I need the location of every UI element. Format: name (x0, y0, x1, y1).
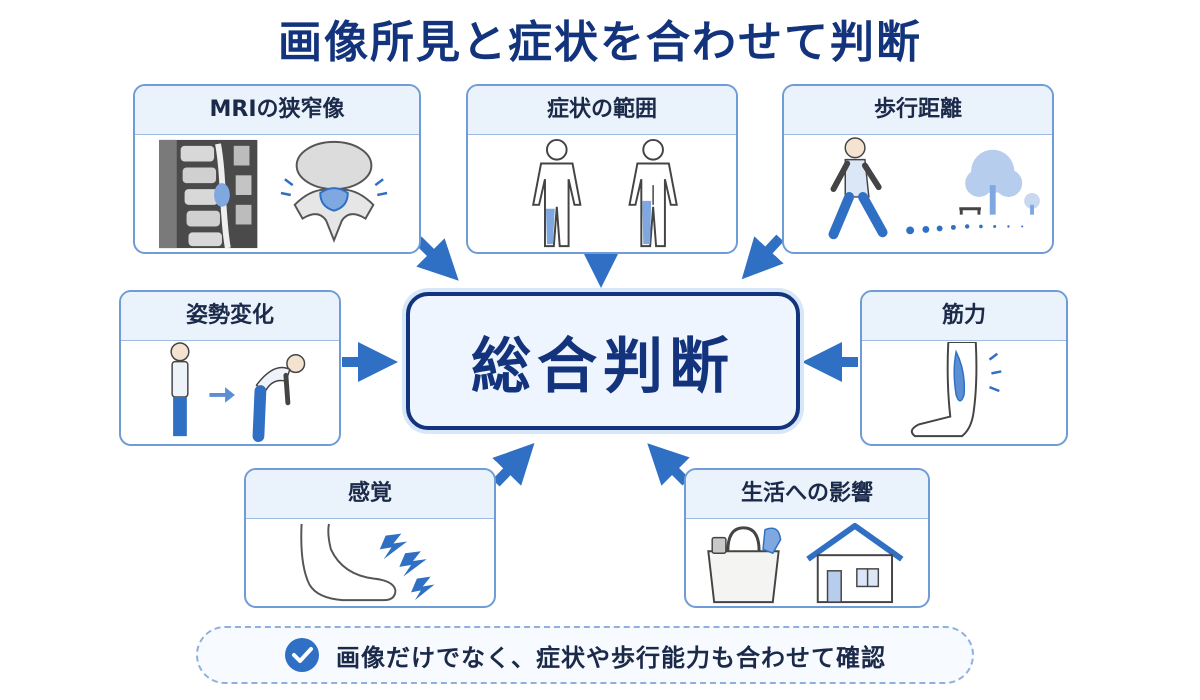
standing-person-icon (170, 342, 190, 437)
vertebra-cross-section-icon (280, 140, 388, 243)
arrow-life (647, 443, 690, 486)
card-posture-title: 姿勢変化 (121, 292, 339, 341)
card-walk: 歩行距離 (782, 84, 1054, 254)
card-mri-title: MRIの狭窄像 (135, 86, 419, 135)
card-symptom: 症状の範囲 (466, 84, 738, 254)
page-title: 画像所見と症状を合わせて判断 (278, 17, 922, 68)
muscle-visual (910, 342, 1002, 438)
walking-person-icon (828, 137, 888, 240)
center-label: 総合判断 (471, 331, 735, 402)
arrow-walk (741, 234, 784, 280)
lightning-icon (379, 533, 435, 601)
bottom-note: 画像だけでなく、症状や歩行能力も合わせて確認 (196, 626, 974, 684)
body-back-icon (628, 138, 678, 248)
house-icon (806, 522, 904, 604)
leg-muscle-icon (910, 342, 978, 438)
card-symptom-title: 症状の範囲 (468, 86, 736, 135)
card-life: 生活への影響 (684, 468, 930, 608)
shopping-bag-icon (707, 526, 782, 604)
card-life-title: 生活への影響 (686, 470, 928, 519)
mri-spine-icon (159, 139, 258, 249)
arrow-mri (414, 236, 459, 281)
sense-visual (300, 523, 435, 602)
tree-icon (965, 149, 1040, 215)
card-sense-title: 感覚 (246, 470, 494, 519)
card-muscle: 筋力 (860, 290, 1068, 446)
walk-visual (828, 137, 1040, 240)
bending-person-icon (252, 354, 306, 443)
note-text: 画像だけでなく、症状や歩行能力も合わせて確認 (336, 643, 886, 672)
foot-icon (300, 523, 397, 602)
card-posture: 姿勢変化 (119, 290, 341, 446)
posture-arrow-icon (209, 387, 235, 403)
body-front-icon (531, 138, 582, 248)
life-visual (707, 522, 904, 604)
card-muscle-title: 筋力 (862, 292, 1066, 341)
symptom-visual (531, 138, 678, 248)
center-box: 総合判断 (406, 292, 800, 430)
posture-visual (170, 342, 306, 443)
check-circle-icon (285, 638, 319, 672)
card-mri: MRIの狭窄像 (133, 84, 421, 254)
bench-icon (959, 207, 981, 215)
mri-visual (159, 139, 388, 249)
arrow-sense (492, 443, 535, 487)
card-walk-title: 歩行距離 (784, 86, 1052, 135)
card-sense: 感覚 (244, 468, 496, 608)
